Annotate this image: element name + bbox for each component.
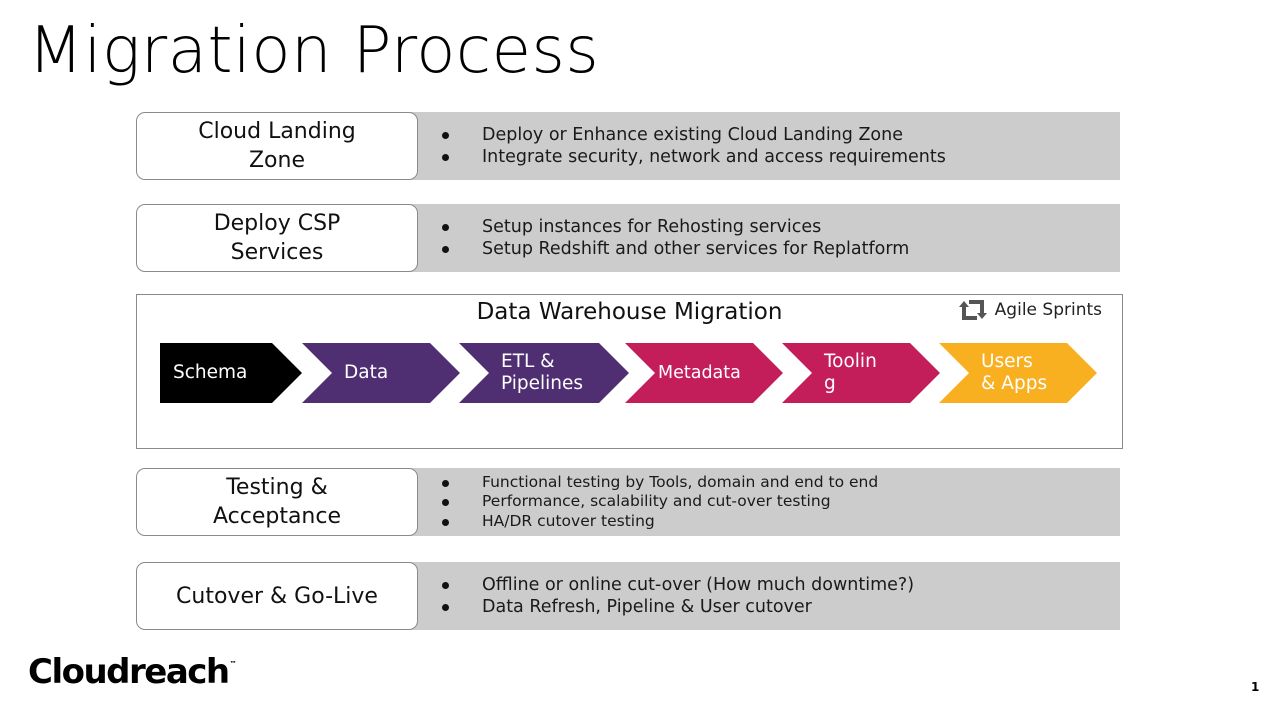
step-label-line: Testing & [226,475,328,500]
step-label-line: Cutover & Go-Live [176,583,378,609]
phase-etl-pipelines: ETL &Pipelines [459,343,629,403]
step-bullets: Offline or online cut-over (How much dow… [442,562,914,630]
phase-schema: Schema [160,343,302,403]
bullet-item: Performance, scalability and cut-over te… [442,492,878,512]
phase-label: Users& Apps [981,351,1048,394]
step-label-line: Zone [248,148,305,173]
chevron-shape [160,343,302,403]
bullet-text: Integrate security, network and access r… [482,147,946,167]
bullet-item: Setup instances for Rehosting services [442,216,909,238]
page-number: 1 [1251,680,1260,694]
chevron-shape [939,343,1097,403]
step-label-box: Cutover & Go-Live [136,562,418,630]
slide-title: Migration Process [28,14,600,88]
bullet-icon [442,518,449,526]
step-bullets: Setup instances for Rehosting services S… [442,204,909,272]
bullet-icon [442,246,449,253]
chevron-shape [625,343,783,403]
step-label-line: Acceptance [212,504,342,529]
step-label-line: Cloud Landing [198,119,356,144]
trademark-mark: ™ [229,660,237,668]
bullet-item: Data Refresh, Pipeline & User cutover [442,596,914,618]
phase-label: ETL &Pipelines [501,351,584,394]
phase-label: Data [344,362,389,383]
agile-sprints-text: Agile Sprints [994,300,1102,320]
step-detail-bar [406,112,1120,180]
repeat-icon [958,300,987,320]
bullet-text: Deploy or Enhance existing Cloud Landing… [482,125,903,145]
bullet-text: HA/DR cutover testing [482,511,655,530]
step-label-line: Deploy CSP [213,211,341,236]
step-label-box: Cloud Landing Zone [136,112,418,180]
step-cloud-landing-zone: Cloud Landing Zone Deploy or Enhance exi… [136,112,1120,180]
cloudreach-logo: Cloudreach™ [28,652,237,692]
phase-users-apps: Users& Apps [939,343,1097,403]
phase-data: Data [302,343,460,403]
step-detail-bar [406,562,1120,630]
bullet-icon [442,154,449,161]
data-warehouse-title: Data Warehouse Migration [476,299,783,325]
bullet-text: Offline or online cut-over (How much dow… [482,575,915,595]
bullet-icon [442,499,449,506]
bullet-text: Setup Redshift and other services for Re… [482,239,910,259]
step-deploy-csp-services: Deploy CSP Services Setup instances for … [136,204,1120,272]
bullet-item: Integrate security, network and access r… [442,146,946,168]
agile-sprints-label: Agile Sprints [957,299,1102,321]
step-bullets: Deploy or Enhance existing Cloud Landing… [442,112,946,180]
step-detail-bar [406,204,1120,272]
bullet-icon [442,582,449,589]
step-testing-acceptance: Testing & Acceptance Functional testing … [136,468,1120,536]
chevron-shape [302,343,460,403]
bullet-text: Data Refresh, Pipeline & User cutover [482,597,812,617]
step-label-line: Services [230,240,324,265]
data-warehouse-migration-panel: Data Warehouse Migration Agile Sprints S… [136,294,1123,449]
step-detail-bar [406,468,1120,536]
step-label-box: Testing & Acceptance [136,468,418,536]
step-cutover-go-live: Cutover & Go-Live Offline or online cut-… [136,562,1120,630]
step-bullets: Functional testing by Tools, domain and … [442,468,878,536]
phase-label: Metadata [658,363,741,383]
bullet-item: Offline or online cut-over (How much dow… [442,574,914,596]
phase-metadata: Metadata [625,343,783,403]
bullet-icon [442,604,449,611]
chevron-shape [459,343,629,403]
chevron-shape [782,343,940,403]
bullet-text: Functional testing by Tools, domain and … [482,472,879,491]
bullet-icon [442,132,449,139]
bullet-text: Performance, scalability and cut-over te… [482,492,831,511]
bullet-icon [442,479,449,487]
bullet-text: Setup instances for Rehosting services [482,217,822,237]
phase-label: Schema [173,362,248,383]
bullet-icon [442,224,449,231]
logo-text: Cloudreach [28,652,230,692]
bullet-item: HA/DR cutover testing [442,512,878,532]
step-label-box: Deploy CSP Services [136,204,418,272]
bullet-item: Setup Redshift and other services for Re… [442,238,909,260]
bullet-item: Deploy or Enhance existing Cloud Landing… [442,124,946,146]
bullet-item: Functional testing by Tools, domain and … [442,473,878,493]
